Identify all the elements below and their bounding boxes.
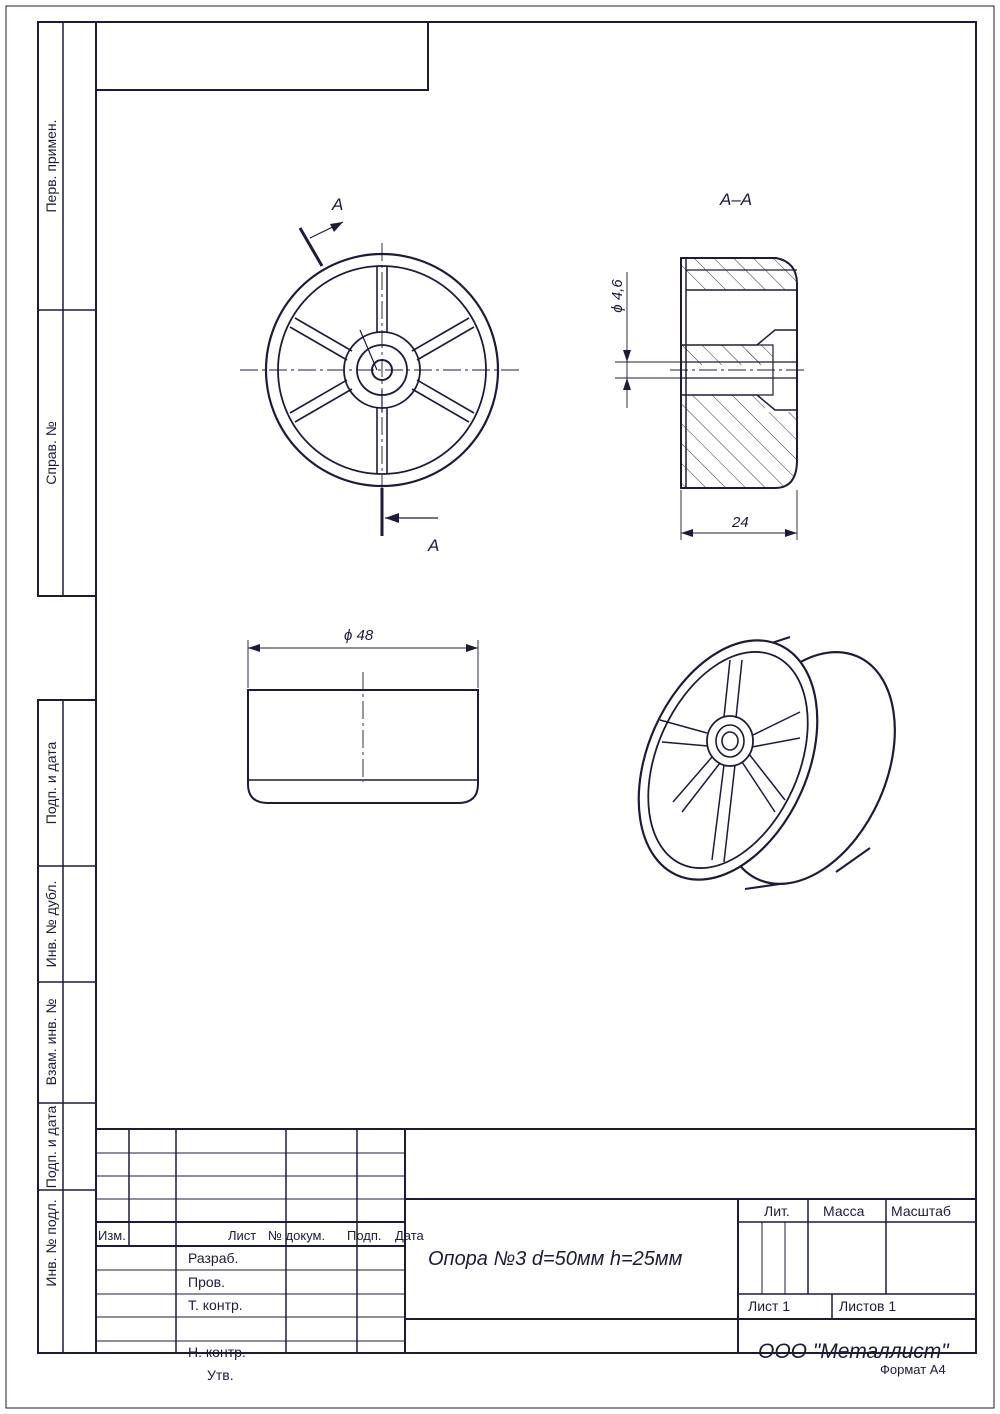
col-podp: Подп.	[347, 1228, 382, 1243]
col-list: Лист	[228, 1228, 256, 1243]
stamp-podp-data-1: Подп. и дата	[43, 742, 59, 825]
title-block: Изм. Лист № докум. Подп. Дата Разраб. Пр…	[96, 1128, 976, 1383]
section-mark-bottom: А	[427, 536, 439, 555]
header-massa: Масса	[823, 1203, 865, 1219]
inner-border	[95, 21, 977, 1354]
role-razrab: Разраб.	[188, 1250, 238, 1266]
sheet-number: Лист 1	[748, 1298, 790, 1314]
header-masshtab: Масштаб	[891, 1203, 951, 1219]
role-utv: Утв.	[207, 1367, 234, 1383]
organization-name: ООО "Металлист"	[758, 1340, 950, 1363]
front-view: А А	[240, 195, 520, 555]
dim-diameter: ϕ 48	[344, 627, 374, 644]
col-izm: Изм.	[98, 1228, 126, 1243]
side-view: ϕ 48	[247, 627, 479, 804]
section-view: А–А ϕ 4,6 24	[609, 190, 808, 540]
dim-length: 24	[731, 514, 749, 531]
role-n-kontr: Н. контр.	[188, 1344, 246, 1360]
role-t-kontr: Т. контр.	[188, 1297, 243, 1313]
stamp-inv-podl: Инв. № подл.	[43, 1199, 59, 1286]
stamp-podp-data-2: Подп. и дата	[43, 1106, 59, 1189]
left-stamps: Перв. примен. Справ. № Подп. и дата Инв.…	[37, 21, 97, 1354]
header-lit: Лит.	[764, 1203, 790, 1219]
stamp-inv-dubl: Инв. № дубл.	[43, 881, 59, 968]
section-mark-top: А	[331, 195, 343, 214]
format-label: Формат А4	[880, 1362, 946, 1377]
isometric-view	[637, 636, 896, 890]
sheet-count: Листов 1	[839, 1298, 896, 1314]
stamp-sprav-no: Справ. №	[43, 421, 59, 485]
top-left-box	[95, 21, 429, 91]
part-designation: Опора №3 d=50мм h=25мм	[428, 1248, 683, 1270]
col-data: Дата	[395, 1228, 425, 1243]
stamp-vzam-inv: Взам. инв. №	[43, 999, 59, 1086]
sheet-frame	[5, 5, 995, 1409]
stamp-perv-primen: Перв. примен.	[43, 119, 59, 212]
section-title: А–А	[719, 190, 752, 209]
role-prov: Пров.	[188, 1274, 225, 1290]
dim-hole-diameter: ϕ 4,6	[609, 279, 626, 313]
outer-trim-line	[5, 5, 995, 1409]
col-no-dokum: № докум.	[268, 1228, 325, 1243]
